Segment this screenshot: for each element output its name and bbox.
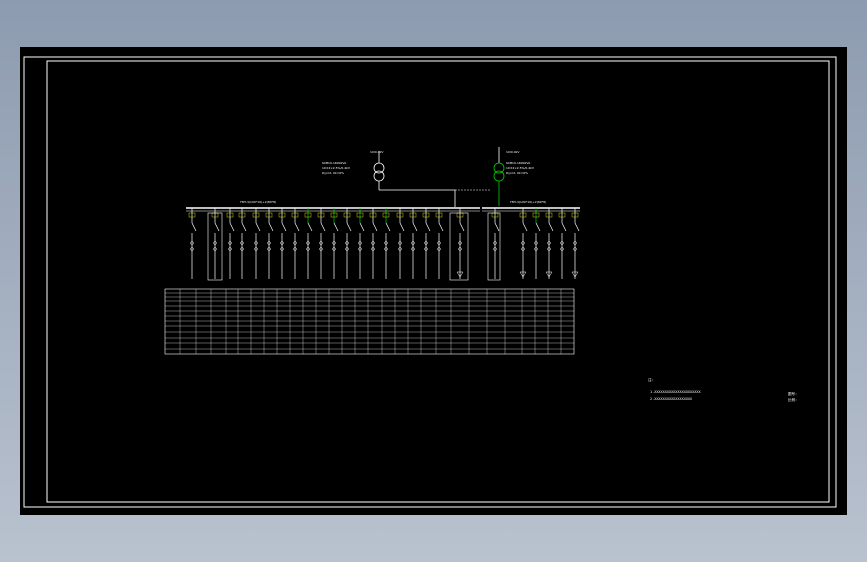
- note-line-1: 1.XXXXXXXXXXXXXXXXXXXXXX: [650, 390, 701, 394]
- feeder-16: [396, 208, 405, 279]
- title-stamp-2: 比例:: [788, 397, 797, 402]
- feeder-8: [291, 208, 300, 279]
- feeder-2: [211, 208, 220, 279]
- transformer-1-rating: 10/0.4kV: [370, 150, 384, 154]
- outer-frame: [23, 56, 837, 508]
- feeder-6: [265, 208, 274, 279]
- feeder-1: [188, 208, 197, 279]
- single-line-diagram: 10/0.4kV SCB10-1600kVA 10±2×2.5%/0.4kV D…: [23, 56, 837, 508]
- busbar-1-label: TMY-3(100*10)+2(80*8): [239, 200, 276, 204]
- transformer-1-spec-2: 10±2×2.5%/0.4kV: [322, 166, 351, 170]
- incoming-cabinet-2: [487, 212, 501, 281]
- feeder-circuits: [188, 208, 580, 279]
- transformer-1-spec-3: Dyn11 Uk=6%: [322, 171, 344, 175]
- tie-line: [379, 189, 456, 207]
- transformer-2-spec-3: Dyn11 Uk=6%: [506, 171, 528, 175]
- feeder-3: [226, 208, 235, 279]
- transformer-2-spec-1: SCB10-1600kVA: [506, 161, 531, 165]
- feeder-17: [409, 208, 418, 279]
- notes-marker: 注:: [648, 377, 654, 382]
- feeder-23: [532, 208, 541, 279]
- feeder-5: [252, 208, 261, 279]
- transformer-2-spec-2: 10±2×2.5%/0.4kV: [506, 166, 535, 170]
- incoming-cabinet-1: [207, 212, 223, 281]
- feeder-22: [519, 208, 528, 279]
- transformer-2-rating: 10/0.4kV: [506, 150, 520, 154]
- feeder-9: [304, 208, 313, 279]
- feeder-21: [491, 208, 500, 279]
- feeder-14: [369, 208, 378, 279]
- feeder-20: [456, 208, 465, 279]
- feeder-13: [356, 208, 365, 279]
- feeder-7: [278, 208, 287, 279]
- schedule-table: [164, 288, 575, 355]
- transformer-2: 10/0.4kV SCB10-1600kVA 10±2×2.5%/0.4kV D…: [493, 147, 535, 206]
- feeder-11: [330, 208, 339, 279]
- feeder-12: [343, 208, 352, 279]
- feeder-18: [422, 208, 431, 279]
- cad-viewport[interactable]: 10/0.4kV SCB10-1600kVA 10±2×2.5%/0.4kV D…: [20, 47, 847, 515]
- feeder-15: [382, 208, 391, 279]
- feeder-24: [545, 208, 554, 279]
- feeder-26: [571, 208, 580, 279]
- title-stamp-1: 图号:: [788, 391, 797, 396]
- feeder-4: [238, 208, 247, 279]
- feeder-19: [435, 208, 444, 279]
- note-line-2: 2.XXXXXXXXXXXXXXXXXX: [650, 397, 693, 401]
- inner-frame: [46, 60, 830, 503]
- feeder-10: [317, 208, 326, 279]
- feeder-25: [558, 208, 567, 279]
- transformer-1: 10/0.4kV SCB10-1600kVA 10±2×2.5%/0.4kV D…: [322, 150, 385, 190]
- busbar-2-label: TMY-3(100*10)+2(80*8): [509, 200, 546, 204]
- tie-cabinet: [449, 212, 469, 281]
- transformer-1-spec-1: SCB10-1600kVA: [322, 161, 347, 165]
